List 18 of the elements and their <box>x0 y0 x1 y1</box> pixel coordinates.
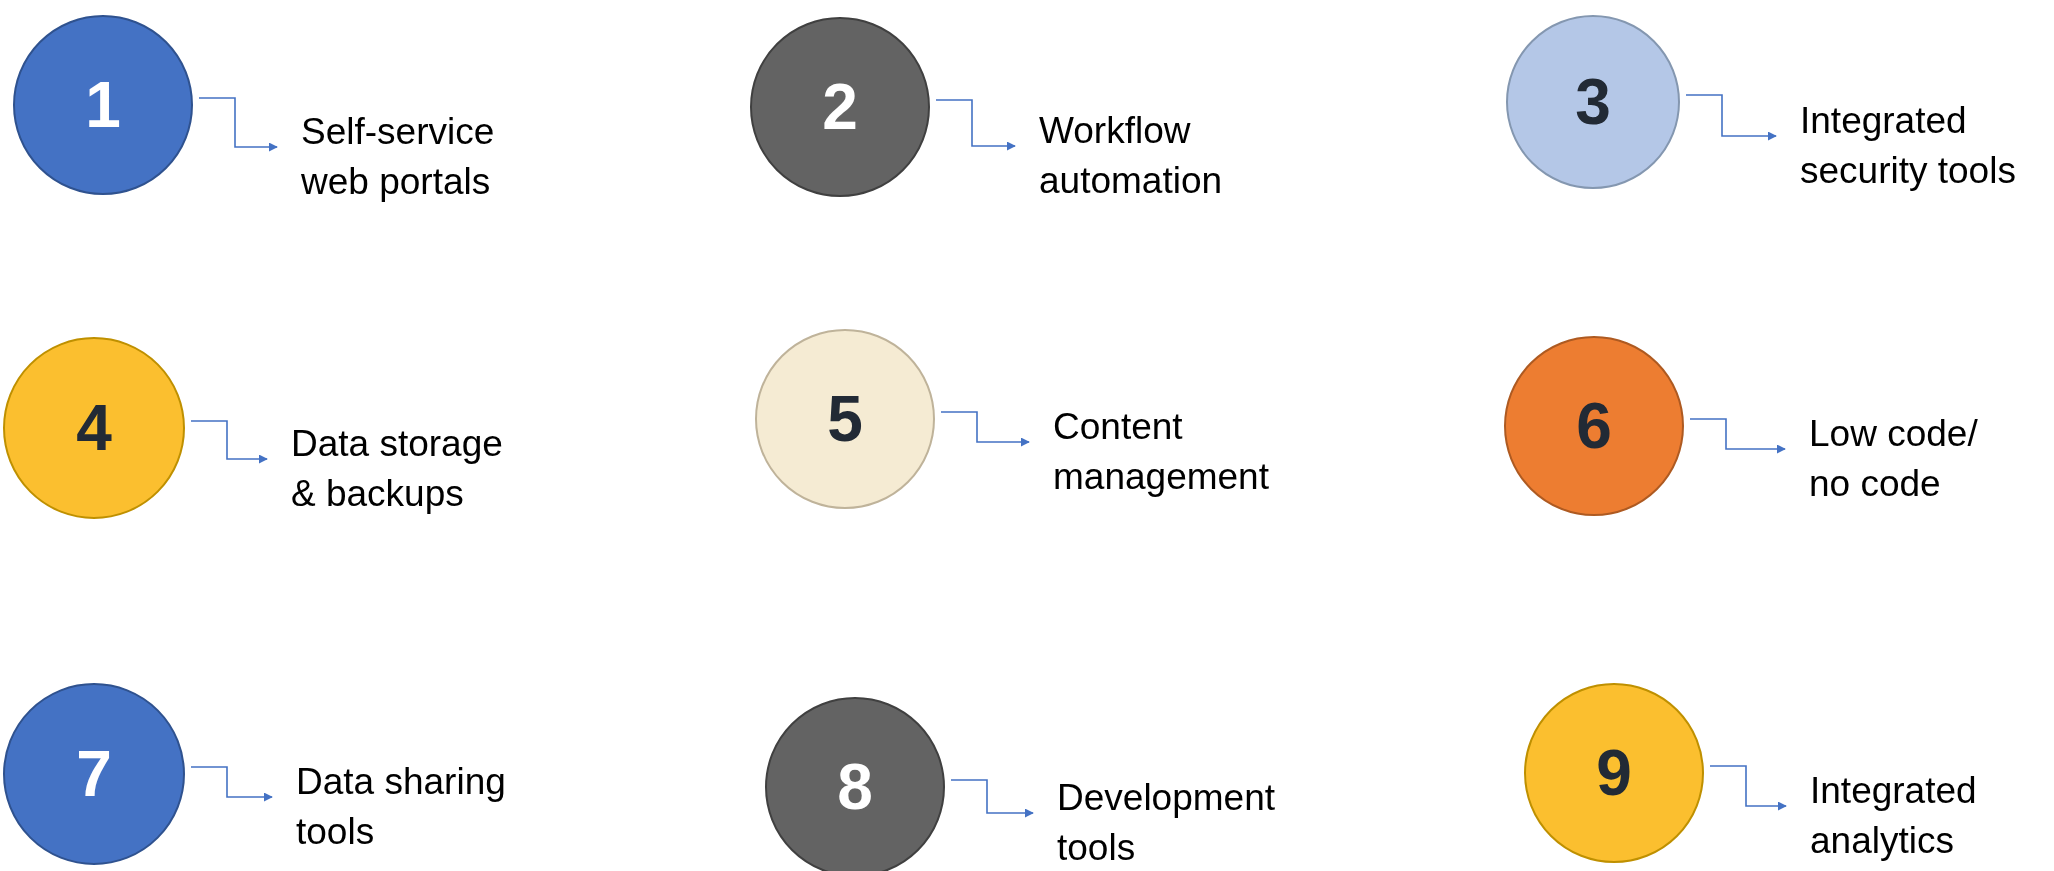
feature-label: Data storage & backups <box>291 419 531 519</box>
elbow-arrow <box>940 411 1030 447</box>
feature-label: Development tools <box>1057 773 1307 871</box>
feature-label: Integrated security tools <box>1800 96 2052 196</box>
feature-label: Data sharing tools <box>296 757 536 857</box>
feature-label: Workflow automation <box>1039 106 1279 206</box>
feature-label: Integrated analytics <box>1810 766 2050 866</box>
elbow-arrow <box>1709 765 1787 811</box>
feature-label: Self-service web portals <box>301 107 551 207</box>
feature-label: Content management <box>1053 402 1313 502</box>
feature-label: Low code/ no code <box>1809 409 2004 509</box>
elbow-arrow <box>1689 418 1786 454</box>
elbow-arrow <box>190 766 273 802</box>
elbow-arrow <box>1685 94 1777 141</box>
elbow-arrow <box>198 97 278 152</box>
elbow-arrow <box>950 779 1034 818</box>
elbow-arrow <box>935 99 1016 151</box>
elbow-arrow <box>190 420 268 464</box>
